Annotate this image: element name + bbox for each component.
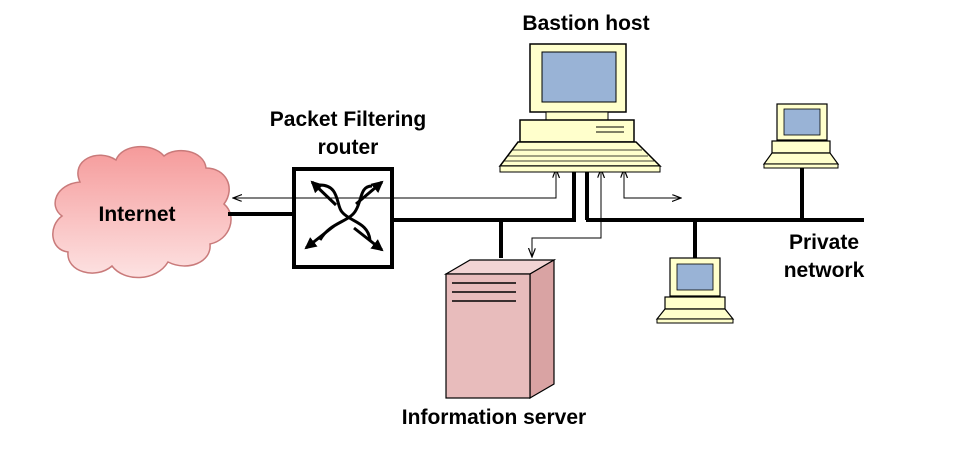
bastion-host-computer-icon bbox=[498, 43, 662, 173]
workstation-right-computer-icon bbox=[762, 103, 840, 169]
workstation-lower-computer-icon bbox=[655, 257, 735, 324]
internet-label: Internet bbox=[98, 203, 176, 226]
private-network-label-line1: Private bbox=[788, 231, 860, 254]
router-label-line1: Packet Filtering bbox=[269, 108, 427, 131]
information-server-label: Information server bbox=[401, 406, 587, 429]
information-server-tower-icon bbox=[443, 258, 557, 400]
router-label: Packet Filtering router bbox=[248, 106, 448, 162]
private-network-label: Private network bbox=[762, 229, 886, 285]
packet-filtering-router-icon bbox=[292, 167, 394, 269]
private-network-label-line2: network bbox=[783, 259, 865, 282]
internet-cloud-icon bbox=[52, 145, 232, 279]
bastion-host-label: Bastion host bbox=[522, 12, 650, 35]
router-label-line2: router bbox=[317, 136, 379, 159]
traffic-flow-arrows bbox=[234, 170, 680, 256]
